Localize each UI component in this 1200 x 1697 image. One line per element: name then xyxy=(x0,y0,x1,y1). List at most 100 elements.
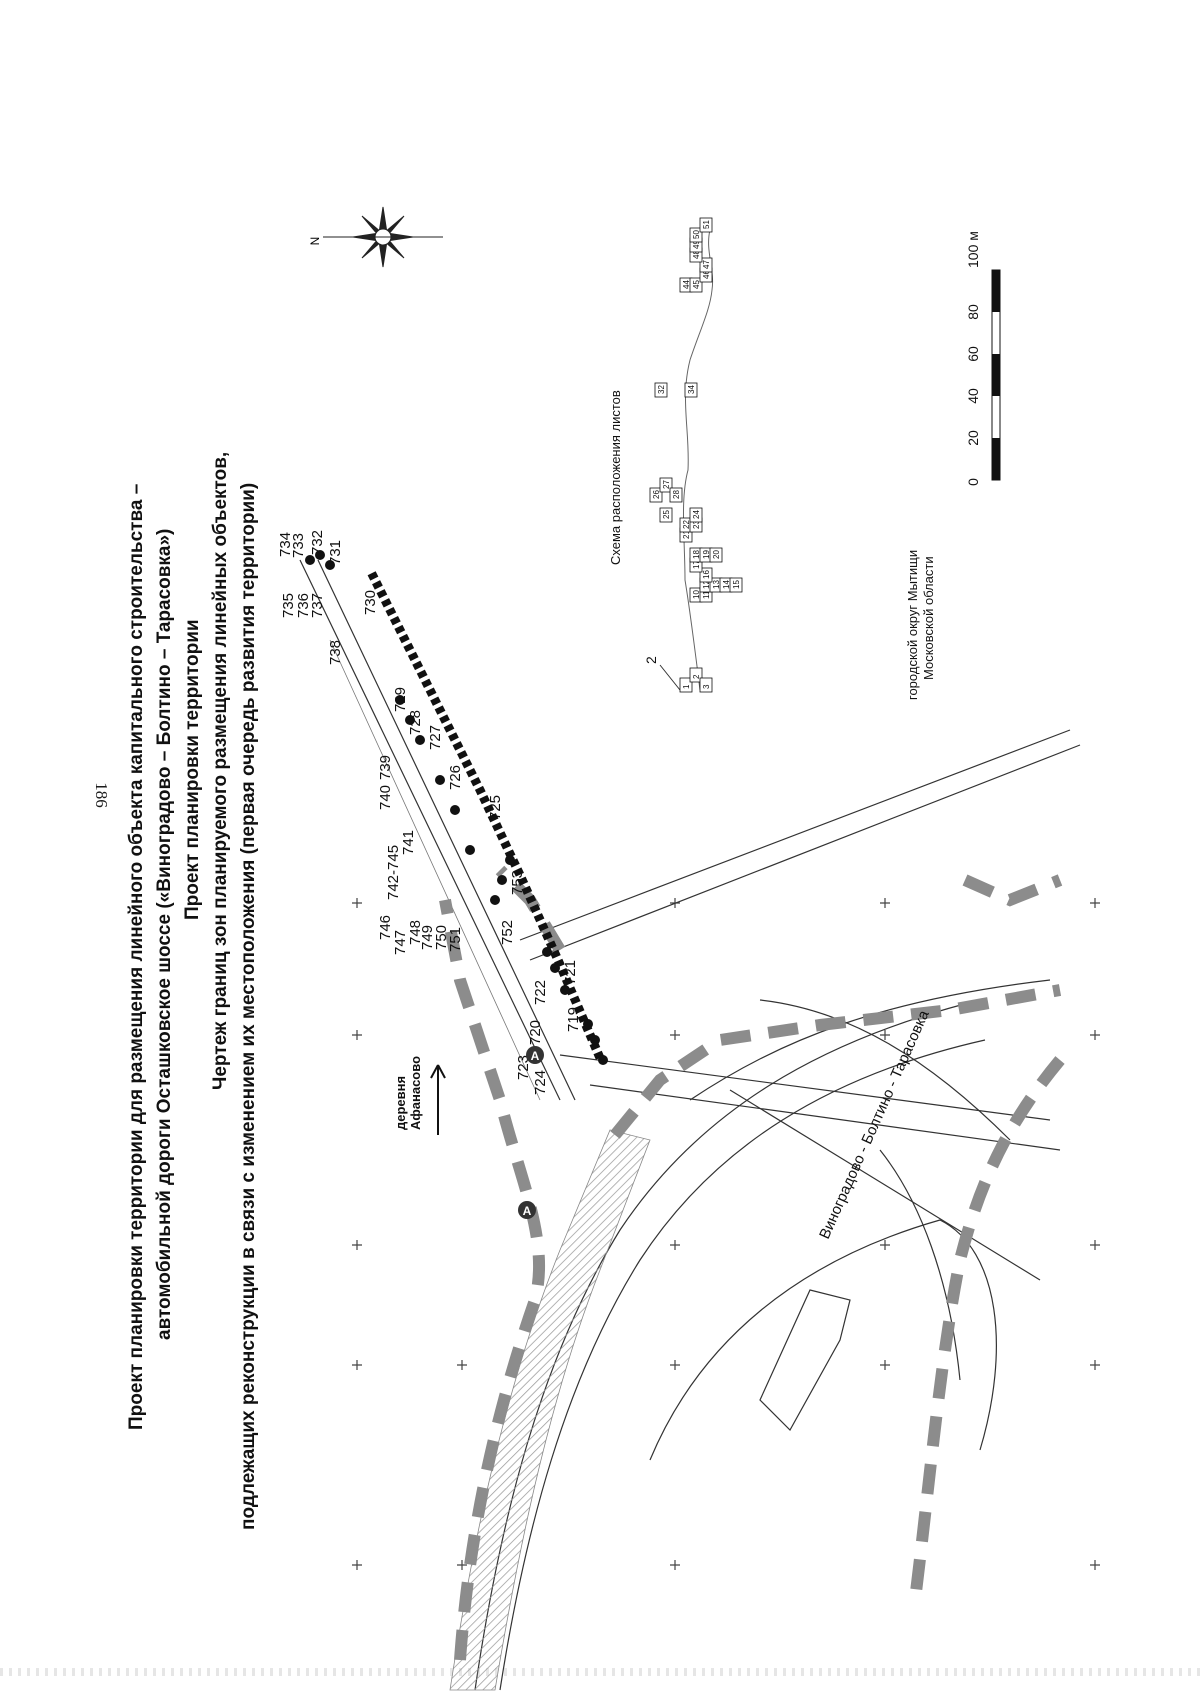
inset-sheet-box: 50 xyxy=(689,227,703,243)
point-label: 749 xyxy=(419,925,436,950)
village-label-line-1: деревня xyxy=(393,1076,408,1130)
point-label: 750 xyxy=(433,925,450,950)
inset-sheet-box: 27 xyxy=(659,477,673,493)
inset-sheet-box: 51 xyxy=(699,217,713,233)
direction-arrow-icon xyxy=(430,1064,446,1135)
inset-sheet-label: 23 xyxy=(692,520,701,529)
point-label: 752 xyxy=(499,920,516,945)
inset-sheet-box: 20 xyxy=(709,547,723,563)
point-label: 737 xyxy=(309,593,326,618)
inset-sheet-label: 44 xyxy=(682,280,691,289)
inset-sheet-box: 34 xyxy=(684,382,698,398)
inset-sheet-box: 24 xyxy=(689,507,703,523)
inset-sheet-box: 2 xyxy=(689,667,703,683)
scale-tick-label: 0 xyxy=(965,478,981,486)
point-label: 753 xyxy=(509,870,526,895)
district-line-2: Московской области xyxy=(921,556,936,680)
point-label: 723 xyxy=(515,1055,532,1080)
inset-sheet-label: 11 xyxy=(702,590,711,599)
inset-sheet-label: 19 xyxy=(702,550,711,559)
inset-title: Схема расположения листов xyxy=(608,390,623,565)
point-label: 728 xyxy=(407,710,424,735)
inset-sheet-label: 50 xyxy=(692,230,701,239)
scale-tick-label: 20 xyxy=(965,430,981,446)
inset-sheet-box: 28 xyxy=(669,487,683,503)
point-label: 726 xyxy=(447,765,464,790)
inset-sheet-box: 15 xyxy=(729,577,743,593)
inset-sheet-label: 16 xyxy=(702,570,711,579)
point-label: 725 xyxy=(487,795,504,820)
district-label: городской округ Мытищи Московской област… xyxy=(905,550,936,700)
point-label: 746 xyxy=(377,915,394,940)
district-line-1: городской округ Мытищи xyxy=(905,550,920,700)
inset-sheet-box: 1 xyxy=(679,677,693,693)
inset-sheet-label: 10 xyxy=(692,590,701,599)
point-label: 747 xyxy=(392,930,409,955)
inset-sheet-label: 26 xyxy=(652,490,661,499)
inset-sheet-label: 32 xyxy=(657,385,666,394)
inset-sheet-box: 3 xyxy=(699,677,713,693)
title-block: Проект планировки территории для размеще… xyxy=(126,452,259,1530)
inset-sheet-label: 48 xyxy=(692,250,701,259)
inset-sheet-label: 2 xyxy=(692,674,701,679)
inset-sheet-label: 15 xyxy=(732,580,741,589)
scale-tick-label: 100 м xyxy=(965,231,981,268)
point-label: 751 xyxy=(447,927,464,952)
coordinate-grid xyxy=(352,898,1100,1570)
inset-sheet-box: 44 xyxy=(679,277,693,293)
title-line-4: Чертеж границ зон планируемого размещени… xyxy=(210,452,231,1090)
section-marker: А xyxy=(526,1046,544,1064)
point-label: 735 xyxy=(280,593,297,618)
point-label: 729 xyxy=(392,687,409,712)
scan-noise xyxy=(0,1668,1200,1676)
point-label: 733 xyxy=(290,533,307,558)
section-marker-label: А xyxy=(531,1049,540,1063)
title-line-5: подлежащих реконструкции в связи с измен… xyxy=(238,483,259,1530)
inset-sheet-label: 22 xyxy=(682,520,691,529)
inset-sheet-label: 20 xyxy=(712,550,721,559)
inset-sheet-label: 12 xyxy=(702,580,711,589)
inset-sheet-box: 26 xyxy=(649,487,663,503)
inset-sheet-label: 34 xyxy=(687,385,696,394)
point-label: 742-745 xyxy=(385,845,402,900)
inset-callout: 2 xyxy=(643,656,659,664)
point-label: 732 xyxy=(309,530,326,555)
point-label: 722 xyxy=(532,980,549,1005)
inset-sheet-label: 17 xyxy=(692,560,701,569)
point-label: 727 xyxy=(427,725,444,750)
inset-sheet-label: 24 xyxy=(692,510,701,519)
inset-sheet-label: 25 xyxy=(662,510,671,519)
linear-object-markers xyxy=(305,550,608,1065)
point-label: 740 xyxy=(377,785,394,810)
title-line-1: Проект планировки территории для размеще… xyxy=(126,484,147,1430)
point-label: 736 xyxy=(295,593,312,618)
overpass-hatch xyxy=(449,1129,651,1691)
title-line-2: автомобильной дороги Осташковское шоссе … xyxy=(154,529,175,1340)
scale-tick-label: 60 xyxy=(965,346,981,362)
section-marker: А xyxy=(518,1201,536,1219)
inset-sheet-label: 46 xyxy=(702,270,711,279)
inset-sheet-label: 1 xyxy=(682,684,691,689)
inset-sheet-box: 32 xyxy=(654,382,668,398)
title-line-3: Проект планировки территории xyxy=(182,619,203,920)
point-label: 748 xyxy=(407,920,424,945)
compass-rose-icon: N xyxy=(308,206,443,268)
point-label: 731 xyxy=(327,540,344,565)
point-label: 738 xyxy=(327,640,344,665)
scale-bar: 0 20 40 60 80 100 м xyxy=(965,231,1001,486)
base-map-lines xyxy=(299,559,1081,1691)
inset-sheet-label: 3 xyxy=(702,684,711,689)
point-labels: 719 720 721 722 723 724 725 726 727 728 … xyxy=(277,530,582,1095)
scale-tick-label: 40 xyxy=(965,388,981,404)
village-label-line-2: Афанасово xyxy=(408,1056,423,1130)
inset-sheet-label: 47 xyxy=(702,260,711,269)
inset-sheet-label: 28 xyxy=(672,490,681,499)
point-label: 724 xyxy=(532,1070,549,1095)
inset-sheet-box: 25 xyxy=(659,507,673,523)
point-label: 720 xyxy=(527,1020,544,1045)
scale-tick-label: 80 xyxy=(965,304,981,320)
section-marker-label: А xyxy=(523,1204,532,1218)
north-label: N xyxy=(308,237,322,246)
inset-sheet-label: 45 xyxy=(692,280,701,289)
